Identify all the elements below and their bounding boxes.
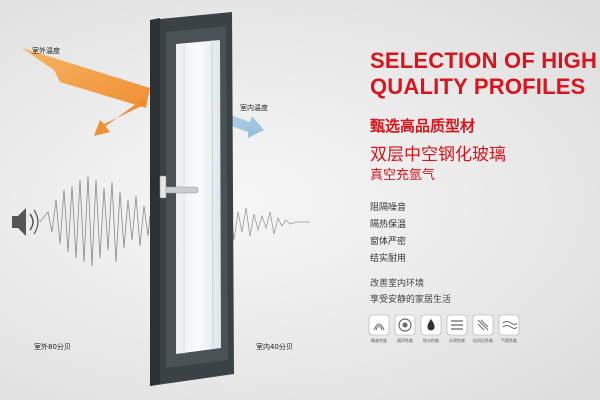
feature-item: 隔热保温 (370, 220, 407, 230)
window-handle (163, 186, 199, 194)
icon-caption: 隔声性能 (397, 338, 413, 343)
heading-line-1: SELECTION OF HIGH (370, 48, 598, 73)
icon-caption: 气密性能 (501, 338, 517, 343)
feature-item: 阻隔噪音 (370, 203, 407, 213)
icon-caption: 水密性能 (449, 338, 465, 343)
heading-line-2: QUALITY PROFILES (370, 74, 586, 99)
icon-caption: 抗风压性能 (473, 338, 493, 343)
window-frame-side (150, 18, 160, 386)
icon-caption: 精准性能 (371, 338, 387, 343)
tagline-line: 享受安静的家居生活 (370, 295, 452, 305)
feature-item: 窗体严密 (370, 237, 407, 247)
outdoor-temp-label: 室外温度 (32, 47, 60, 55)
feature-item: 结实耐用 (370, 254, 407, 264)
window-glass (176, 40, 221, 354)
feature-icons (368, 314, 520, 336)
sound-wave (39, 175, 159, 267)
tagline-line: 改善室内环境 (370, 279, 425, 289)
outdoor-db-label: 室外80分贝 (34, 343, 71, 351)
indoor-db-label: 室内40分贝 (256, 343, 293, 351)
heat-reflect-arrow (94, 98, 146, 136)
heat-arrow (22, 48, 150, 108)
icon-caption: 防水性能 (423, 338, 439, 343)
subheading-medium: 真空充氩气 (370, 168, 436, 183)
subheading-large: 双层中空钢化玻璃 (370, 145, 506, 165)
speaker-icon (12, 208, 39, 236)
indoor-temp-label: 室内温度 (240, 104, 268, 112)
subheading-bold: 甄选高品质型材 (370, 117, 476, 135)
